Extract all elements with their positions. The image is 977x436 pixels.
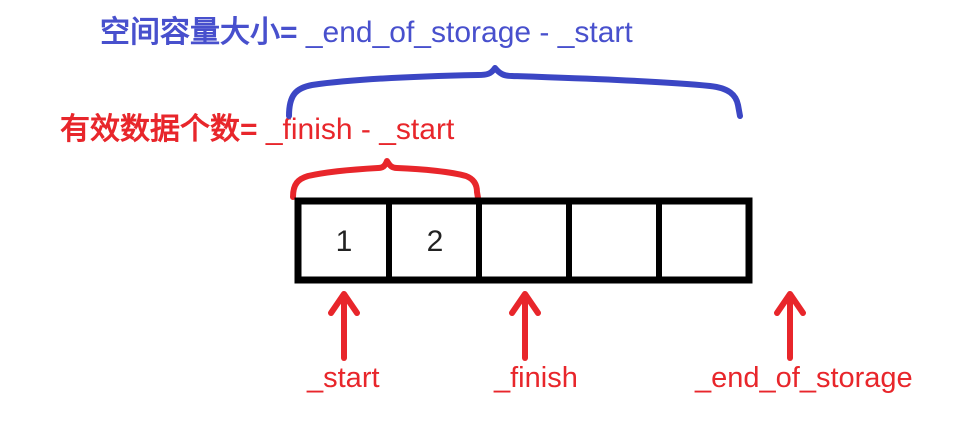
capacity-formula-text: 空间容量大小= _end_of_storage - _start [100, 18, 633, 48]
pointer-label-end-of-storage: _end_of_storage [695, 362, 913, 394]
size-brace [290, 158, 481, 201]
array-cell-value-0: 1 [335, 225, 353, 258]
array-box [294, 197, 753, 284]
capacity-formula-label: 空间容量大小= [100, 16, 298, 49]
pointer-arrow-end-of-storage [774, 291, 806, 361]
capacity-formula-expression: _end_of_storage - _start [297, 16, 633, 49]
array-outer-border [294, 197, 753, 284]
pointer-label-finish: _finish [494, 362, 578, 394]
size-formula-expression: _finish - _start [257, 113, 455, 146]
size-formula-text: 有效数据个数= _finish - _start [60, 115, 454, 145]
pointer-label-start: _start [307, 362, 380, 394]
pointer-arrow-finish [509, 291, 541, 361]
array-cell-value-1: 2 [426, 225, 444, 258]
size-formula-label: 有效数据个数= [60, 113, 258, 146]
capacity-brace [286, 65, 743, 119]
pointer-arrow-start [328, 291, 360, 361]
